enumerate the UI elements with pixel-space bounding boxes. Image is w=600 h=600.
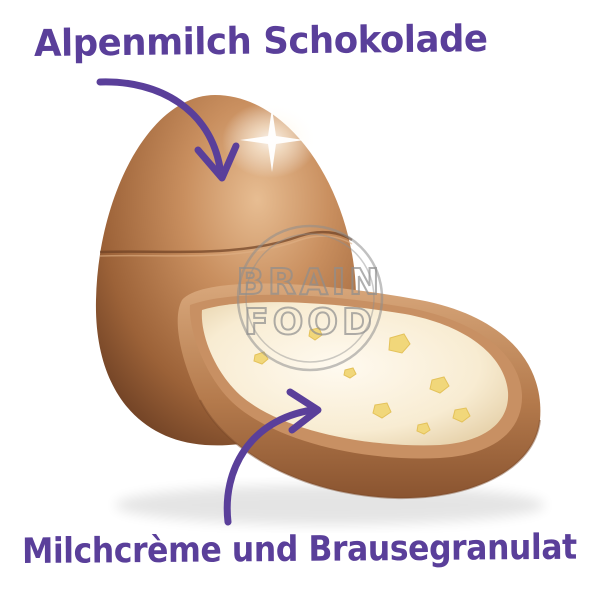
curved-arrow-up-right-icon	[223, 388, 322, 526]
curved-arrow-down-right-icon	[96, 78, 240, 182]
watermark-line-1: BRAIN	[237, 262, 384, 303]
brause-granules	[253, 327, 471, 435]
drop-shadow	[115, 485, 545, 525]
caption-milchcreme-brausegranulat: Milchcrème und Brausegranulat	[21, 527, 577, 572]
brain-food-watermark: BRAIN FOOD	[236, 224, 384, 372]
caption-alpenmilch-schokolade: Alpenmilch Schokolade	[33, 17, 488, 65]
watermark-line-2: FOOD	[244, 302, 376, 343]
halved-chocolate-egg	[177, 283, 541, 500]
